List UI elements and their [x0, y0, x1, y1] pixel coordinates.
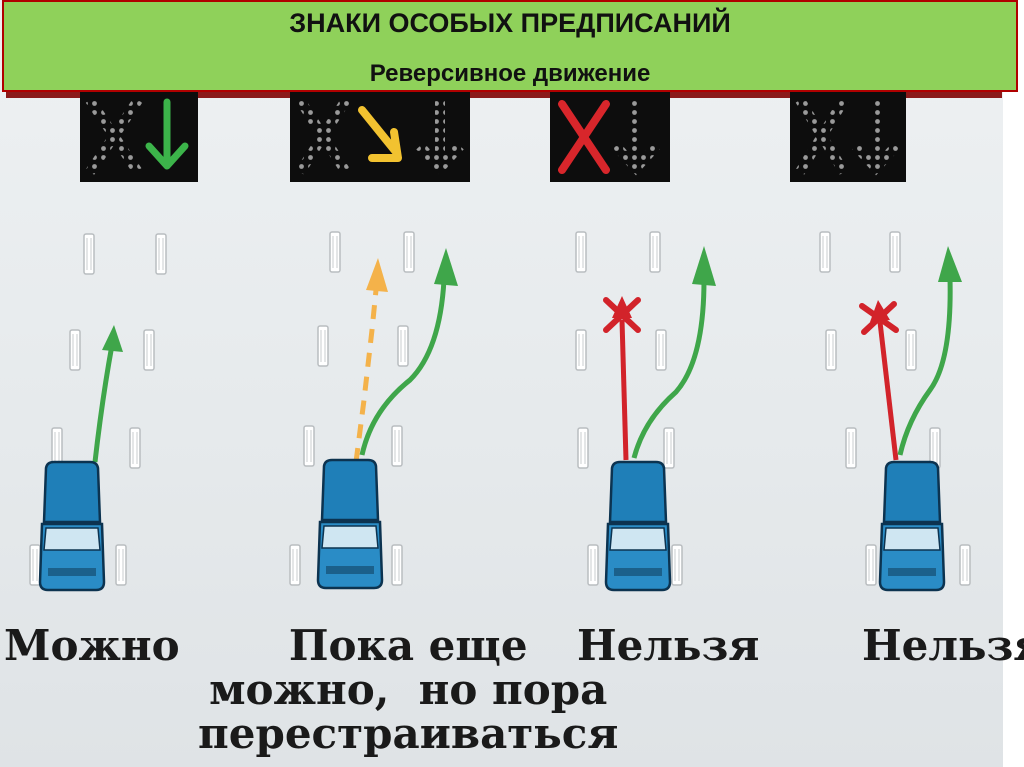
- white-cross-icon: [795, 97, 849, 175]
- caption-warning: Пока еще можно, но пора перестраиваться: [198, 624, 618, 756]
- car-icon: [38, 460, 106, 592]
- orange-dashed-path-arrow: [353, 258, 388, 463]
- red-cross-icon: [558, 100, 610, 174]
- caption-warning-line-1: Пока еще: [288, 621, 528, 670]
- red-forbidden-path-arrow: [859, 300, 899, 461]
- green-path-arrow: [897, 246, 962, 456]
- signal-board-2: [290, 92, 470, 182]
- caption-forbidden-2: Нельзя: [862, 621, 1024, 670]
- signal-board-3: [550, 92, 670, 182]
- caption-allowed: Можно: [4, 621, 180, 670]
- dotted-down-arrow-icon: [612, 100, 660, 176]
- signal-board-1: [80, 92, 198, 182]
- dotted-down-arrow-icon: [852, 100, 900, 176]
- panel-forbidden-1: [550, 92, 716, 592]
- caption-forbidden-1: Нельзя: [577, 621, 760, 670]
- title-banner: ЗНАКИ ОСОБЫХ ПРЕДПИСАНИЙ Реверсивное дви…: [2, 0, 1018, 92]
- caption-warning-line-3: перестраиваться: [198, 709, 619, 758]
- banner-shadow: [6, 88, 1002, 98]
- green-path-arrow: [359, 248, 458, 456]
- panel-warning: [289, 92, 470, 590]
- signal-board-4: [790, 92, 906, 182]
- panel-allowed: [29, 92, 198, 592]
- car-icon: [604, 460, 672, 592]
- green-path-arrow: [92, 325, 123, 463]
- green-path-arrow: [631, 246, 716, 459]
- car-icon: [316, 458, 384, 590]
- caption-warning-line-2: можно, но пора: [209, 665, 608, 714]
- yellow-diagonal-arrow-icon: [358, 106, 402, 162]
- dotted-cross-icon: [295, 97, 351, 175]
- banner-title: ЗНАКИ ОСОБЫХ ПРЕДПИСАНИЙ: [289, 8, 731, 38]
- panel-forbidden-2: [790, 92, 971, 592]
- dotted-down-arrow-icon: [416, 100, 464, 176]
- green-down-arrow-icon: [145, 98, 189, 170]
- dotted-cross-icon: [85, 97, 143, 175]
- banner-subtitle: Реверсивное движение: [369, 60, 651, 87]
- car-icon: [878, 460, 946, 592]
- red-forbidden-path-arrow: [603, 296, 641, 461]
